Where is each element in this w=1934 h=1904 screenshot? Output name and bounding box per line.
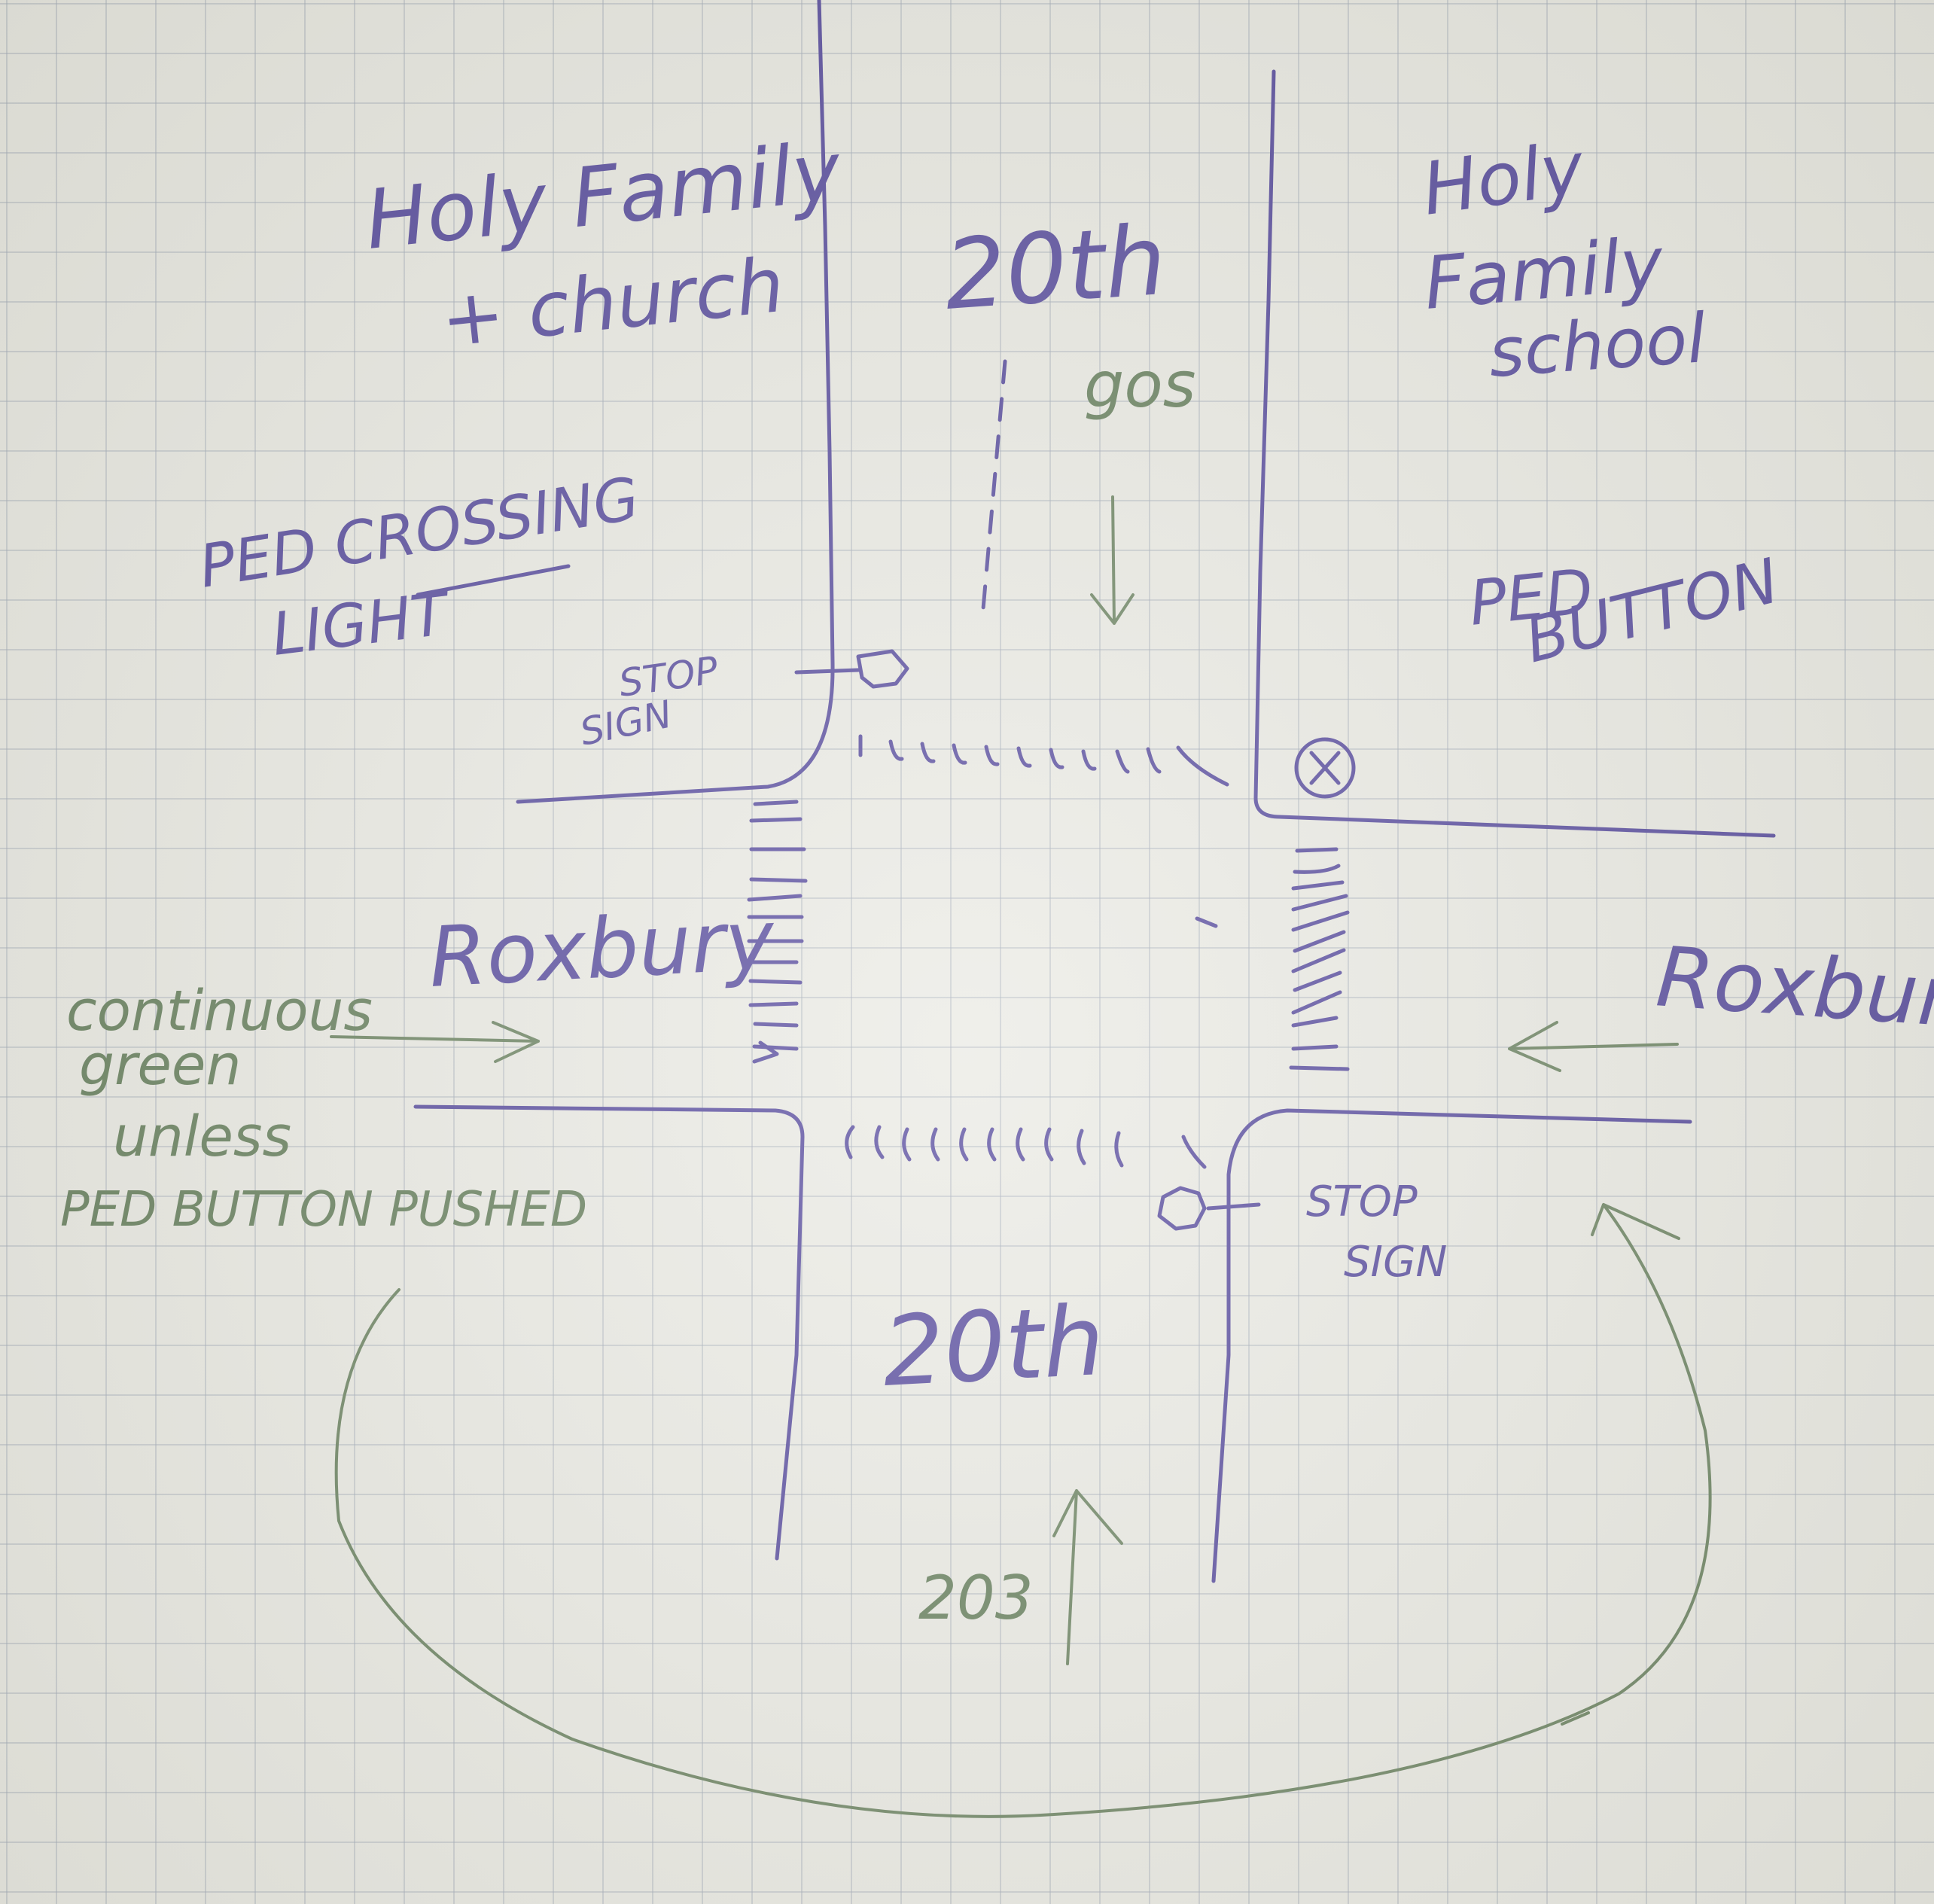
- arrow-northbound-icon: [1052, 1489, 1123, 1665]
- street-south-label: 20th: [880, 1285, 1107, 1409]
- note-line1: continuous: [66, 979, 373, 1043]
- school-label-line1: Holy: [1418, 126, 1590, 232]
- se-curb: [1211, 1108, 1692, 1583]
- stop-sign-nw-label-line2: SIGN: [576, 693, 675, 754]
- note-line4: PED BUTTON PUSHED: [60, 1182, 587, 1238]
- stop-sign-se-label-line2: SIGN: [1344, 1238, 1447, 1287]
- roxbury-west-label: Roxbury: [427, 891, 778, 1006]
- traffic-arrows: [330, 495, 1712, 1818]
- arrow-westbound-icon: [1508, 1021, 1679, 1072]
- arrow-uturn-icon: [334, 1203, 1712, 1818]
- stop-sign-nw-label-line1: STOP: [617, 648, 721, 705]
- note-line2: green: [79, 1033, 241, 1098]
- street-edges: [413, 0, 1776, 1583]
- arrow-uturn-tip: [1561, 1711, 1590, 1726]
- north-direction-label: gos: [1084, 348, 1195, 422]
- note-line3: unless: [113, 1104, 291, 1169]
- stop-sign-nw-pole: [794, 668, 860, 675]
- ped-light-pointer: [416, 564, 571, 597]
- nw-curb: [516, 0, 835, 804]
- center-dashes: [980, 359, 1007, 620]
- school-label-line2: Family: [1421, 221, 1667, 326]
- stop-sign-se-pole: [1206, 1202, 1261, 1211]
- ne-curb: [1253, 69, 1776, 838]
- stop-sign-nw: [794, 649, 909, 689]
- street-north-label: 20th: [941, 205, 1170, 332]
- arrow-eastbound-icon: [330, 1021, 540, 1063]
- crosswalk-west: [747, 800, 808, 1064]
- crosswalk-north: [858, 734, 1229, 787]
- sw-curb: [413, 1104, 805, 1561]
- south-direction-label: 203: [918, 1563, 1034, 1633]
- circled-x-icon: [1294, 737, 1356, 799]
- crosswalk-east: [1289, 847, 1350, 1071]
- ped-light-label-line2: LIGHT: [268, 580, 455, 669]
- school-label-line3: school: [1486, 299, 1708, 393]
- ped-button-label-line1: PED: [1466, 556, 1596, 640]
- stop-sign-se: [1157, 1186, 1261, 1231]
- stop-sign-se-icon: [1157, 1186, 1207, 1231]
- crosswalk-south: [845, 1125, 1207, 1169]
- stop-sign-se-label-line1: STOP: [1306, 1177, 1418, 1226]
- church-label-line2: + church: [437, 241, 788, 364]
- ped-light-label-line1: PED CROSSING: [195, 465, 644, 602]
- arrow-southbound-icon: [1090, 495, 1135, 625]
- roxbury-east-label: Roxbury: [1653, 928, 1934, 1049]
- stop-sign-nw-icon: [856, 649, 909, 689]
- ped-button-marker: [1294, 737, 1356, 799]
